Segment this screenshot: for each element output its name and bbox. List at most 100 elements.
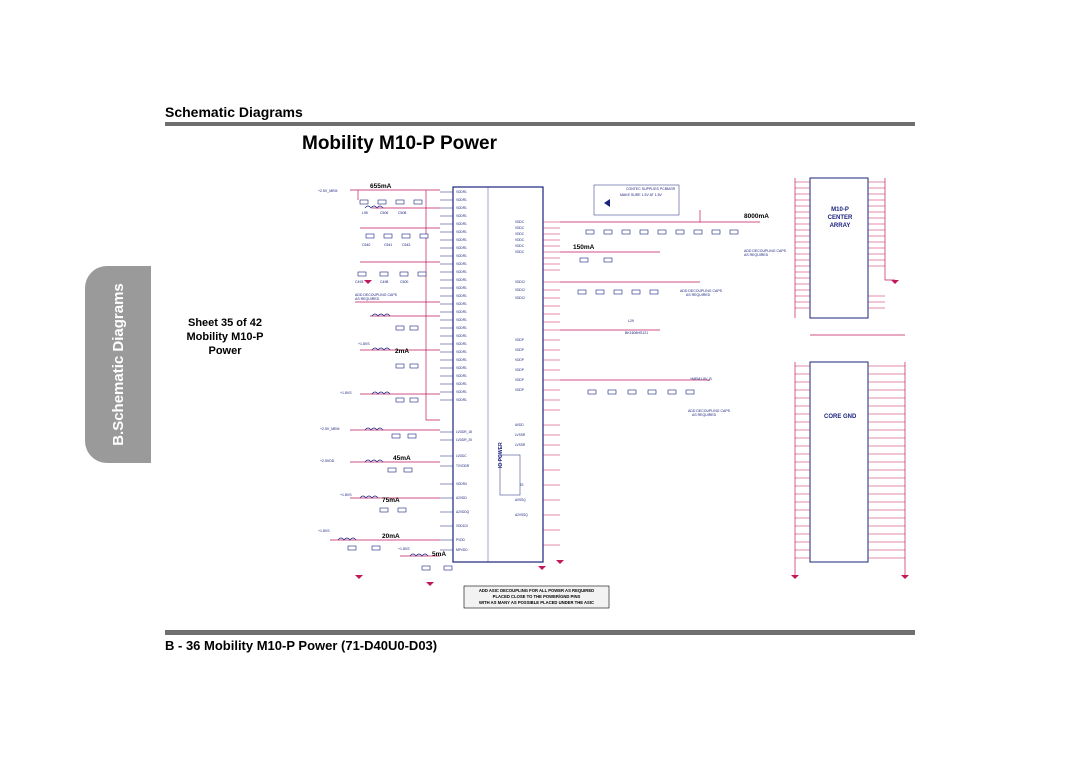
svg-text:MAKE SURE 1.5V AT 1.5V: MAKE SURE 1.5V AT 1.5V <box>620 193 663 197</box>
svg-text:A2VSSQ: A2VSSQ <box>515 513 528 517</box>
svg-text:VDDP: VDDP <box>515 338 524 342</box>
svg-text:VDDR1: VDDR1 <box>456 278 467 282</box>
center-array-line-3: ARRAY <box>829 223 851 229</box>
svg-text:VDDP: VDDP <box>515 388 524 392</box>
svg-text:C506: C506 <box>380 211 388 215</box>
left-wires <box>330 189 440 557</box>
svg-text:+1.8VS: +1.8VS <box>340 391 352 395</box>
svg-text:LVDDR_25: LVDDR_25 <box>456 438 472 442</box>
svg-text:VDDC: VDDC <box>515 238 525 242</box>
svg-text:VDDR1: VDDR1 <box>456 286 467 290</box>
side-tab: B.Schematic Diagrams <box>85 266 151 463</box>
svg-text:VDDP: VDDP <box>515 358 524 362</box>
center-array-label: M10-P CENTER ARRAY <box>818 206 862 230</box>
svg-text:AS REQUIRED: AS REQUIRED <box>686 293 711 297</box>
middle-capacitors <box>577 229 739 395</box>
svg-text:C540: C540 <box>362 243 370 247</box>
core-gnd-block <box>809 361 869 563</box>
svg-text:AS REQUIRED: AS REQUIRED <box>744 253 769 257</box>
header-rule <box>165 122 915 126</box>
current-label-1: 655mA <box>370 183 392 190</box>
current-label-2: 2mA <box>395 348 410 355</box>
svg-text:MPVDD: MPVDD <box>456 548 468 552</box>
note-line-2: PLACED CLOSE TO THE POWER/GND PINS <box>492 594 581 599</box>
svg-text:AVDD: AVDD <box>515 423 524 427</box>
svg-text:L55: L55 <box>362 211 368 215</box>
svg-text:+2.5VDD: +2.5VDD <box>320 459 335 463</box>
svg-text:LVDDC: LVDDC <box>456 454 467 458</box>
footer-caption: B - 36 Mobility M10-P Power (71-D40U0-D0… <box>165 638 438 653</box>
note-line-3: WITH AS MANY AS POSSIBLE PLACED UNDER TH… <box>478 600 595 605</box>
svg-text:VDDP: VDDP <box>515 368 524 372</box>
sheet-info: Sheet 35 of 42 Mobility M10-P Power <box>170 316 280 358</box>
svg-text:VDDC: VDDC <box>515 250 525 254</box>
center-array-pins <box>795 181 885 309</box>
center-array-line-1: M10-P <box>831 207 849 213</box>
svg-text:+1.8VS: +1.8VS <box>318 529 330 533</box>
svg-text:+1.8VS: +1.8VS <box>398 547 410 551</box>
svg-text:VDDR1: VDDR1 <box>456 254 467 258</box>
svg-text:VDDR4: VDDR4 <box>456 482 467 486</box>
svg-text:A2VDD: A2VDD <box>456 496 467 500</box>
svg-text:VDDC: VDDC <box>515 220 525 224</box>
svg-text:VDDP: VDDP <box>515 378 524 382</box>
svg-text:VDDR1: VDDR1 <box>456 262 467 266</box>
io-power-label: IO POWER <box>498 442 504 468</box>
svg-text:VDDCI: VDDCI <box>515 280 525 284</box>
svg-text:ADD DECOUPLING CAPS: ADD DECOUPLING CAPS <box>688 409 731 413</box>
left-capacitors <box>347 199 453 571</box>
svg-text:CONTEC SUPPLIES PCBMGR: CONTEC SUPPLIES PCBMGR <box>626 187 676 191</box>
left-inductors <box>337 205 429 557</box>
core-gnd-label: CORE GND <box>824 414 857 420</box>
svg-text:VDDR1: VDDR1 <box>456 214 467 218</box>
asic-right-pins <box>543 221 560 546</box>
center-array-line-2: CENTER <box>827 215 853 221</box>
svg-text:VDDR1: VDDR1 <box>456 374 467 378</box>
svg-text:C498: C498 <box>380 280 388 284</box>
note-line-1: ADD ASIC DECOUPLING FOR ALL POWER AS REQ… <box>478 588 595 593</box>
svg-text:VDDR1: VDDR1 <box>456 190 467 194</box>
svg-text:+2.5V_MEM: +2.5V_MEM <box>318 189 337 193</box>
decoupling-note: ADD ASIC DECOUPLING FOR ALL POWER AS REQ… <box>464 588 609 606</box>
ground-symbols <box>355 280 909 586</box>
svg-text:VDDR1: VDDR1 <box>456 326 467 330</box>
svg-text:LVDDR_18: LVDDR_18 <box>456 430 472 434</box>
center-array-block <box>809 177 869 319</box>
sheet-name: Mobility M10-P <box>186 331 264 343</box>
svg-text:A2VDDQ: A2VDDQ <box>456 510 470 514</box>
svg-text:L29: L29 <box>628 319 634 323</box>
svg-text:+1.8VS: +1.8VS <box>340 493 352 497</box>
svg-text:VDDR1: VDDR1 <box>456 310 467 314</box>
svg-text:VDDR1: VDDR1 <box>456 334 467 338</box>
core-gnd-rails <box>794 362 906 575</box>
svg-text:C541: C541 <box>384 243 392 247</box>
middle-wires <box>560 210 760 381</box>
svg-text:VDDR1: VDDR1 <box>456 350 467 354</box>
svg-text:ADD DECOUPLING CAPS: ADD DECOUPLING CAPS <box>744 249 787 253</box>
svg-text:VDDR1: VDDR1 <box>456 238 467 242</box>
svg-text:AS REQUIRED: AS REQUIRED <box>355 297 380 301</box>
regulator-box <box>593 184 680 216</box>
svg-text:VDDR1: VDDR1 <box>456 230 467 234</box>
svg-text:VDDCI: VDDCI <box>515 296 525 300</box>
svg-text:ADD DECOUPLING CAPS: ADD DECOUPLING CAPS <box>355 293 398 297</box>
svg-text:VDDR1: VDDR1 <box>456 222 467 226</box>
svg-text:+2.5V_MEM: +2.5V_MEM <box>320 427 339 431</box>
current-label-4: 75mA <box>382 497 400 504</box>
svg-text:VDDR1: VDDR1 <box>456 366 467 370</box>
section-title: Schematic Diagrams <box>165 104 303 120</box>
svg-text:VDD1DI: VDD1DI <box>456 524 468 528</box>
svg-text:C543: C543 <box>402 243 410 247</box>
core-gnd-pins <box>795 365 905 559</box>
svg-text:VDDC: VDDC <box>515 244 525 248</box>
svg-text:C493: C493 <box>355 280 363 284</box>
zener-diode <box>604 199 610 207</box>
svg-text:VDDR1: VDDR1 <box>456 270 467 274</box>
svg-text:VDDC: VDDC <box>515 232 525 236</box>
svg-text:VDDR1: VDDR1 <box>456 318 467 322</box>
svg-text:TXVDDR: TXVDDR <box>456 464 470 468</box>
svg-text:VDDR1: VDDR1 <box>456 382 467 386</box>
svg-text:ADD DECOUPLING CAPS: ADD DECOUPLING CAPS <box>680 289 723 293</box>
